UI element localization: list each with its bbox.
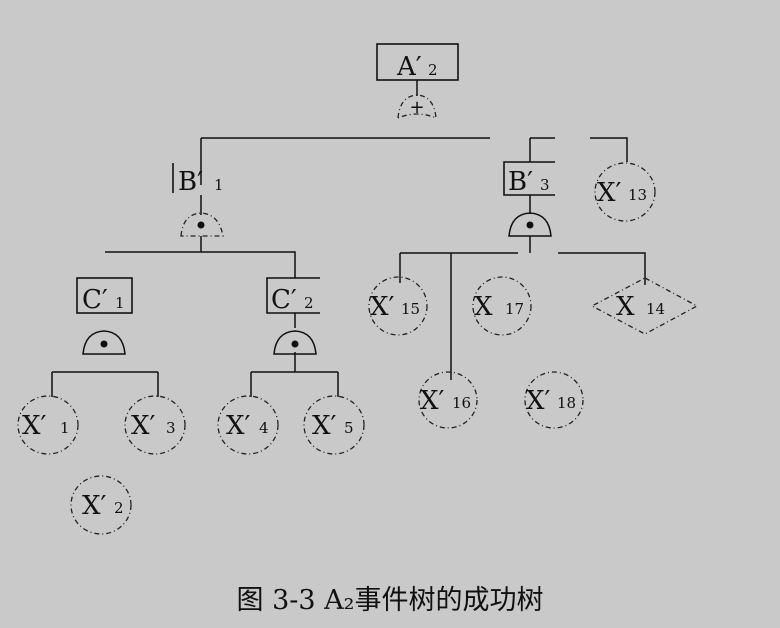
and-gate-dot-icon xyxy=(291,340,299,348)
node-subscript: 2 xyxy=(114,499,124,517)
undeveloped-event-x14: X 14 xyxy=(590,277,699,335)
or-gate-symbol: + xyxy=(409,97,424,118)
and-gate-b3 xyxy=(508,212,552,237)
basic-event-x5: X′ 5 xyxy=(303,395,365,455)
event-b3: B′ 3 xyxy=(503,161,555,197)
node-label: X xyxy=(474,292,493,322)
node-subscript: 13 xyxy=(628,186,647,204)
basic-event-x4: X′ 4 xyxy=(217,395,279,455)
or-gate-a2: + xyxy=(397,94,437,120)
node-label: A′ xyxy=(396,52,422,82)
event-c1: C′ 1 xyxy=(76,277,133,315)
node-subscript: 14 xyxy=(646,300,665,318)
and-gate-c1 xyxy=(82,330,126,355)
node-subscript: 2 xyxy=(304,294,314,312)
node-label: B′ xyxy=(508,167,533,197)
node-subscript: 1 xyxy=(60,419,70,437)
node-subscript: 1 xyxy=(214,176,224,194)
node-label: X′ xyxy=(526,386,551,416)
node-subscript: 5 xyxy=(344,419,354,437)
basic-event-x3: X′ 3 xyxy=(124,395,186,455)
node-subscript: 1 xyxy=(115,294,125,312)
node-subscript: 15 xyxy=(401,300,420,318)
node-label: X′ xyxy=(82,491,107,521)
and-gate-dot-icon xyxy=(100,340,108,348)
basic-event-x1: X′ 1 xyxy=(17,395,79,455)
node-subscript: 2 xyxy=(428,61,438,79)
and-gate-dot-icon xyxy=(526,221,534,229)
event-a2: A′ 2 xyxy=(376,43,459,82)
and-gate-b1 xyxy=(180,212,224,237)
node-label: X xyxy=(616,292,635,322)
node-label: B′ xyxy=(178,167,203,197)
node-label: X′ xyxy=(597,178,622,208)
node-subscript: 17 xyxy=(505,300,524,318)
node-subscript: 18 xyxy=(557,394,576,412)
basic-event-x15: X′ 15 xyxy=(368,276,428,336)
node-subscript: 3 xyxy=(540,176,550,194)
and-gate-c2 xyxy=(273,330,317,355)
basic-event-x16: X′ 16 xyxy=(418,371,478,429)
basic-event-x18: X′ 18 xyxy=(524,371,584,429)
basic-event-x13: X′ 13 xyxy=(594,162,656,222)
node-label: X′ xyxy=(420,386,445,416)
basic-event-x2: X′ 2 xyxy=(70,475,132,535)
basic-event-x17: X 17 xyxy=(472,276,532,336)
and-gate-dot-icon xyxy=(197,221,205,229)
figure-caption: 图 3-3 A₂事件树的成功树 xyxy=(236,585,544,616)
node-subscript: 16 xyxy=(452,394,471,412)
node-label: C′ xyxy=(82,285,108,315)
node-label: X′ xyxy=(226,411,251,441)
node-subscript: 4 xyxy=(259,419,269,437)
node-label: C′ xyxy=(271,285,297,315)
event-c2: C′ 2 xyxy=(266,277,320,315)
node-label: X′ xyxy=(312,411,337,441)
event-b1: B′ 1 xyxy=(172,163,224,197)
node-label: X′ xyxy=(370,292,395,322)
connectors xyxy=(51,80,646,397)
node-label: X′ xyxy=(22,411,47,441)
node-subscript: 3 xyxy=(166,419,176,437)
node-label: X′ xyxy=(131,411,156,441)
